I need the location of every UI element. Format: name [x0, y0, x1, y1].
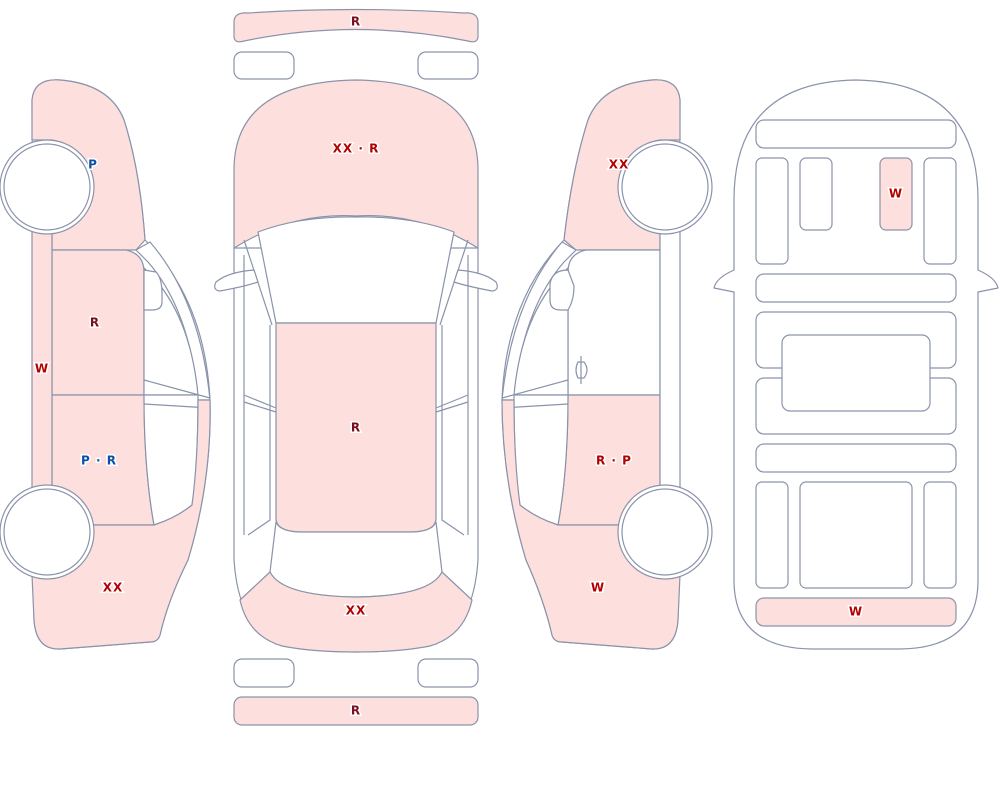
left-side-mirror[interactable] [143, 269, 163, 311]
top-view [214, 8, 498, 726]
right-side-view [501, 79, 713, 650]
label-front-bumper: R [351, 15, 361, 29]
right-rear-wheel[interactable] [621, 488, 709, 576]
label-interior-cargo: W [849, 605, 863, 619]
damage-labels: R XX · R R XX R P R W P · R XX XX R · P … [33, 13, 903, 719]
passenger-seat[interactable] [879, 157, 913, 231]
trunk-panel[interactable] [239, 571, 473, 653]
label-left-quarter: XX [103, 581, 124, 595]
right-side-windows [435, 255, 469, 536]
driver-seat[interactable] [799, 157, 833, 231]
right-rear-door-window[interactable] [513, 394, 569, 526]
label-left-rocker: W [35, 362, 49, 376]
label-hood: XX · R [333, 142, 380, 156]
label-trunk: XX [346, 604, 367, 618]
left-taillight[interactable] [233, 658, 295, 688]
left-front-wheel[interactable] [3, 143, 91, 231]
left-side-view [0, 79, 211, 650]
center-console[interactable] [781, 334, 931, 412]
right-front-wheel[interactable] [621, 143, 709, 231]
label-left-rear-door: P · R [80, 452, 118, 469]
label-left-front-door: R [90, 316, 100, 330]
left-rocker-panel[interactable] [31, 229, 53, 491]
left-side-windows [243, 255, 277, 536]
right-headlight[interactable] [417, 51, 479, 80]
label-left-front-fender: P [88, 158, 98, 172]
hood-panel[interactable] [233, 79, 479, 249]
left-headlight[interactable] [233, 51, 295, 80]
label-interior-seat: W [889, 187, 903, 201]
front-left-door-trim[interactable] [755, 157, 789, 265]
left-rear-door-window[interactable] [143, 394, 199, 526]
front-right-door-trim[interactable] [923, 157, 957, 265]
left-rear-wheel[interactable] [3, 488, 91, 576]
label-right-rear-door: R · P [596, 454, 632, 468]
right-mirror[interactable] [453, 269, 498, 292]
label-right-quarter: W [591, 581, 605, 595]
rear-right-door-trim[interactable] [923, 481, 957, 589]
label-roof: R [351, 421, 361, 435]
right-side-mirror[interactable] [549, 269, 575, 311]
label-rear-bumper: R [351, 704, 361, 718]
cargo-area[interactable] [755, 597, 957, 627]
label-left-rear-door-text: P · R [81, 454, 117, 468]
rear-bumper-panel[interactable] [233, 696, 479, 726]
right-taillight[interactable] [417, 658, 479, 688]
rear-window[interactable] [269, 521, 443, 598]
label-right-front-fender: XX [609, 158, 630, 172]
front-console-bar[interactable] [755, 273, 957, 303]
left-mirror[interactable] [214, 269, 259, 292]
right-rocker-panel[interactable] [659, 229, 681, 491]
rear-bench-seat[interactable] [799, 481, 913, 589]
windshield[interactable] [257, 216, 455, 324]
interior-view [713, 79, 999, 650]
rear-console-bar[interactable] [755, 443, 957, 473]
rear-left-door-trim[interactable] [755, 481, 789, 589]
front-bumper-panel[interactable] [233, 8, 479, 43]
dashboard[interactable] [755, 119, 957, 149]
